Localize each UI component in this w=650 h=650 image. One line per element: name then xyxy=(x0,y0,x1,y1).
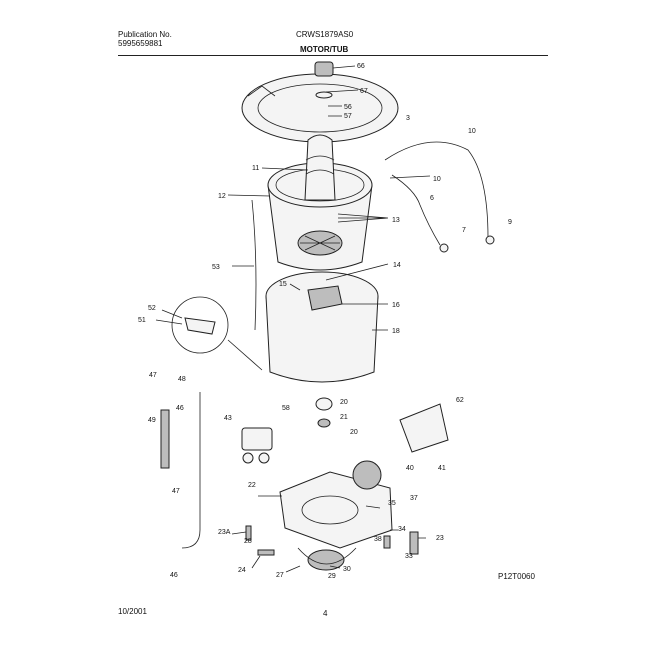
splash-guard xyxy=(399,403,449,453)
callout: 16 xyxy=(392,302,400,309)
callout: 3 xyxy=(406,115,410,122)
detail-inset xyxy=(171,296,263,371)
callout: 11 xyxy=(252,165,259,172)
fill-hoses xyxy=(384,141,495,253)
callout: 66 xyxy=(357,63,365,70)
callout: 43 xyxy=(224,415,232,422)
water-valve xyxy=(241,427,273,464)
model-number: CRWS1879AS0 xyxy=(296,30,354,39)
publication-label: Publication No. xyxy=(118,30,172,39)
callout: 10 xyxy=(468,128,476,135)
wash-basket xyxy=(267,134,373,271)
callout: 40 xyxy=(406,465,414,472)
motor-gearcase xyxy=(279,460,393,571)
callout: 20 xyxy=(340,399,348,406)
callout: 30 xyxy=(343,566,351,573)
drain-hose xyxy=(160,392,201,549)
callout: 13 xyxy=(392,217,400,224)
page-number: 4 xyxy=(323,609,328,618)
callout: 15 xyxy=(279,281,287,288)
callout: 47 xyxy=(172,488,180,495)
callout: 53 xyxy=(212,264,220,271)
callout: 57 xyxy=(344,113,352,120)
callout: 52 xyxy=(148,305,156,312)
agitator-gear xyxy=(297,230,343,256)
callout: 23 xyxy=(436,535,444,542)
header-rule xyxy=(118,55,548,56)
callout: 37 xyxy=(410,495,418,502)
overflow-hose xyxy=(251,199,257,331)
callout: 33 xyxy=(405,553,413,560)
callout: 47 xyxy=(149,372,157,379)
callout: 49 xyxy=(148,417,156,424)
leader-lines xyxy=(155,65,431,573)
callout: 34 xyxy=(398,526,406,533)
callout: 12 xyxy=(218,193,226,200)
callout: 24 xyxy=(238,567,246,574)
transmission-pulley xyxy=(315,397,333,428)
callout: 67 xyxy=(360,88,368,95)
callout: 46 xyxy=(170,572,178,579)
callout: 29 xyxy=(328,573,336,580)
callout: 23A xyxy=(218,529,231,536)
publication-number: 5995659881 xyxy=(118,39,163,48)
callout: 62 xyxy=(456,397,464,404)
callout: 9 xyxy=(508,219,512,226)
callout: 58 xyxy=(282,405,290,412)
agitator-cap xyxy=(314,61,334,99)
callout: 41 xyxy=(438,465,446,472)
callout: 14 xyxy=(393,262,401,269)
callout: 6 xyxy=(430,195,434,202)
callout: 38 xyxy=(374,536,382,543)
callout: 20 xyxy=(350,429,358,436)
section-title: MOTOR/TUB xyxy=(300,45,349,54)
callout: 10 xyxy=(433,176,441,183)
outer-tub xyxy=(265,271,379,383)
callout: 22 xyxy=(248,482,256,489)
callout: 27 xyxy=(276,572,284,579)
callout: 28 xyxy=(244,538,252,545)
callout: 21 xyxy=(340,414,348,421)
springs xyxy=(245,525,419,556)
footer-date: 10/2001 xyxy=(118,607,147,616)
callout: 51 xyxy=(138,317,146,324)
callout: 35 xyxy=(388,500,396,507)
callout: 46 xyxy=(176,405,184,412)
figure-id: P12T0060 xyxy=(498,572,535,581)
callout: 48 xyxy=(178,376,186,383)
callout-labels: 66 67 3 56 57 10 11 10 12 6 9 13 7 14 53… xyxy=(138,63,512,580)
callout: 18 xyxy=(392,328,400,335)
tub-ring xyxy=(241,73,399,143)
callout: 56 xyxy=(344,104,352,111)
callout: 7 xyxy=(462,227,466,234)
